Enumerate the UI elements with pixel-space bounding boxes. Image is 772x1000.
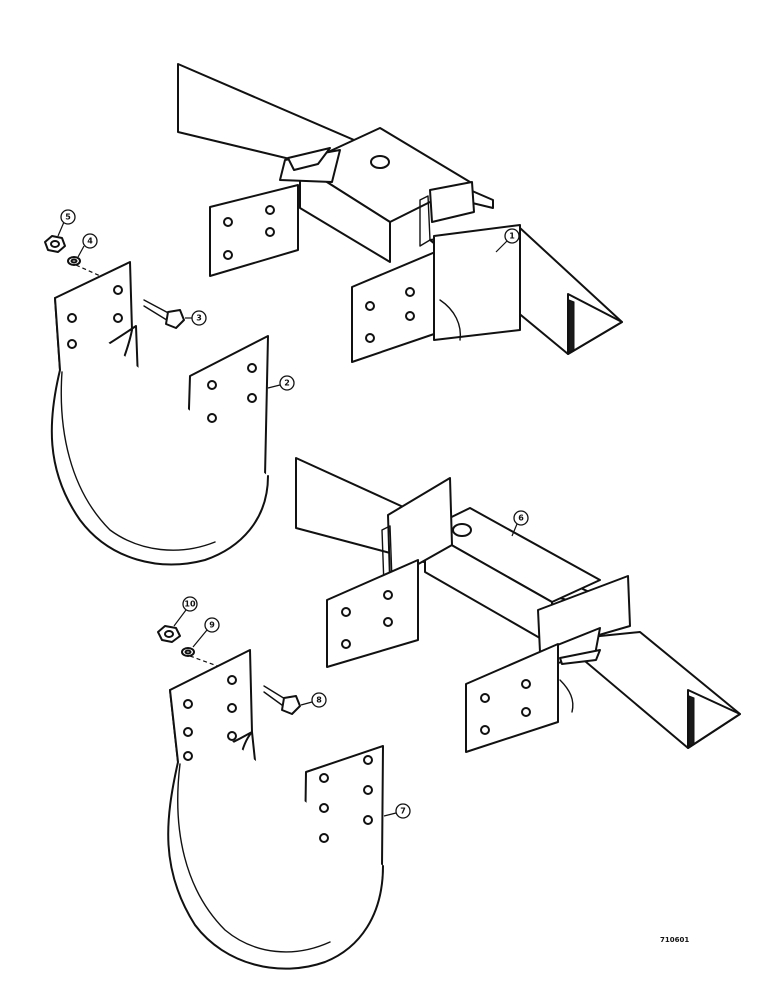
nut-10 xyxy=(157,625,181,643)
callout-9: 9 xyxy=(192,617,220,648)
callout-6-label: 6 xyxy=(518,514,524,523)
callout-3-label: 3 xyxy=(196,314,202,323)
callout-4-label: 4 xyxy=(87,237,93,246)
callout-10: 10 xyxy=(173,596,198,627)
strap-7 xyxy=(167,649,384,970)
callout-2: 2 xyxy=(267,375,295,391)
bolt-8 xyxy=(263,685,301,715)
callout-5: 5 xyxy=(57,209,76,237)
callout-1: 1 xyxy=(495,228,520,253)
callout-5-label: 5 xyxy=(65,213,71,222)
callout-4: 4 xyxy=(77,233,98,258)
callout-6: 6 xyxy=(511,510,529,537)
strap-2 xyxy=(50,261,269,566)
lockwasher-9 xyxy=(181,647,195,657)
beam-assembly-upper xyxy=(177,63,623,363)
callout-3: 3 xyxy=(185,310,207,326)
lockwasher-4 xyxy=(67,256,81,266)
callout-10-label: 10 xyxy=(184,600,196,609)
callout-2-label: 2 xyxy=(284,379,290,388)
figure-number: 710601 xyxy=(660,936,689,944)
callout-8-label: 8 xyxy=(316,696,322,705)
callout-8: 8 xyxy=(300,692,327,708)
callout-9-label: 9 xyxy=(209,621,215,630)
callout-7: 7 xyxy=(383,803,411,819)
callout-1-label: 1 xyxy=(509,232,515,241)
bolt-3 xyxy=(143,299,185,329)
beam-assembly-lower xyxy=(295,457,741,753)
callout-7-label: 7 xyxy=(400,807,406,816)
nut-5 xyxy=(44,235,66,253)
